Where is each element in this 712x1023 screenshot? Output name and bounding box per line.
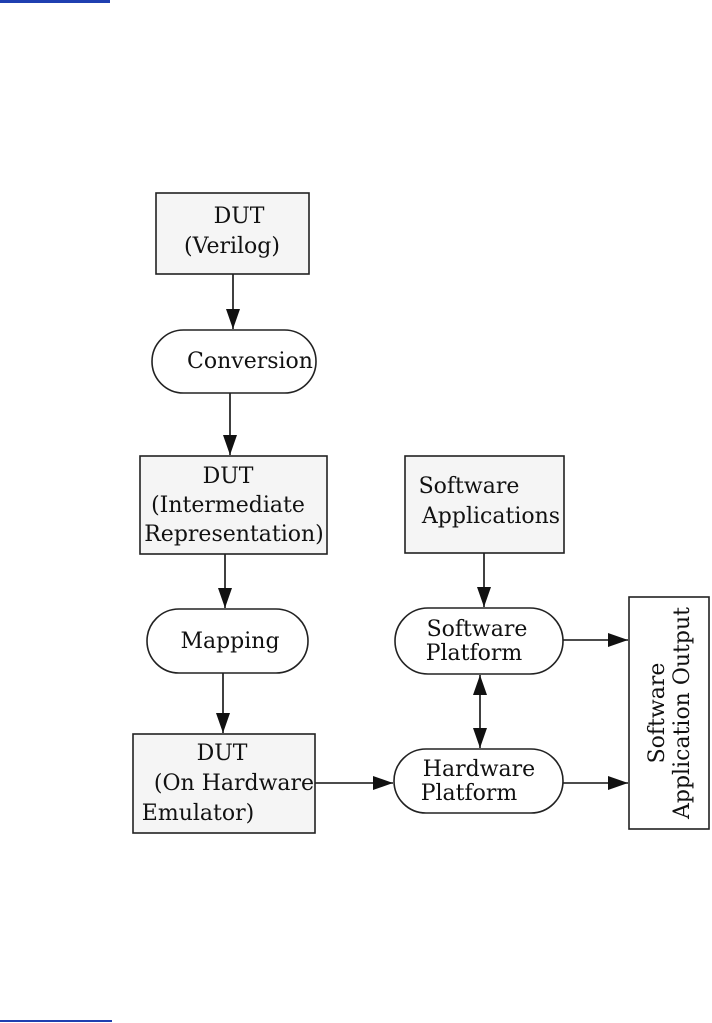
node-dut-emulator-line-3: Emulator) [142,801,254,826]
node-hardware-platform: Hardware Platform [393,748,564,814]
bottom-link-underline [0,1020,112,1022]
node-software-application-output: Software Application Output [628,596,710,830]
node-dut-emulator: DUT (On Hardware Emulator) [132,733,316,834]
node-software-application-output-line-2: Application Output [670,607,695,820]
node-hardware-platform-line-1: Hardware [423,757,535,782]
node-dut-ir-line-1: DUT [203,464,254,489]
top-link-underline [0,0,110,3]
node-software-applications-line-2: Applications [421,504,560,529]
node-dut-ir-line-3: Representation) [144,522,324,547]
node-dut-emulator-line-2: (On Hardware [154,771,314,796]
node-mapping-label: Mapping [180,629,279,654]
node-dut-emulator-line-1: DUT [197,741,248,766]
node-dut-verilog-line-1: DUT [214,204,265,229]
node-mapping: Mapping [146,608,309,674]
node-dut-verilog-line-2: (Verilog) [184,234,280,259]
node-conversion-label: Conversion [187,349,313,374]
node-software-applications: Software Applications [404,455,565,554]
node-conversion: Conversion [151,329,317,394]
node-software-applications-line-1: Software [419,474,520,499]
node-software-platform: Software Platform [394,607,564,675]
node-software-platform-line-2: Platform [426,641,523,666]
edges [216,274,628,790]
node-dut-ir: DUT (Intermediate Representation) [139,455,328,555]
node-hardware-platform-line-2: Platform [421,781,518,806]
node-dut-verilog: DUT (Verilog) [155,192,310,275]
node-software-application-output-line-1: Software [645,663,670,764]
node-dut-ir-line-2: (Intermediate [151,493,305,518]
node-software-platform-line-1: Software [427,617,528,642]
